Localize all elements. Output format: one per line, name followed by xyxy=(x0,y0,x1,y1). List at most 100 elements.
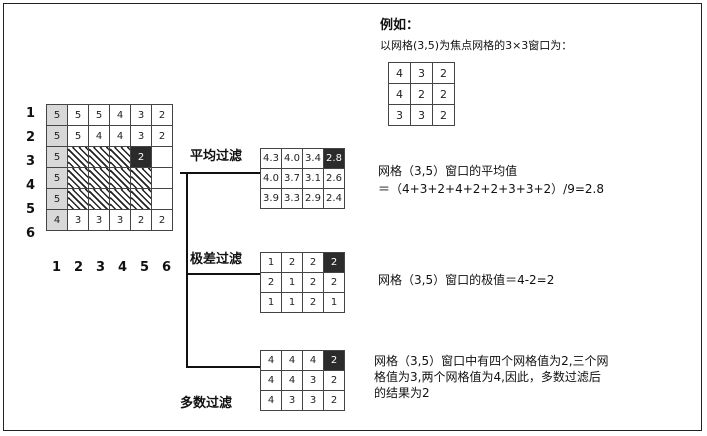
grid-cell: 2 xyxy=(323,370,345,391)
grid-cell: 3 xyxy=(130,104,152,126)
grid-cell-hatched xyxy=(67,188,89,210)
row-label: 3 xyxy=(26,154,36,169)
grid-cell: 3.7 xyxy=(281,168,303,189)
grid-cell xyxy=(151,146,173,168)
grid-cell: 2 xyxy=(410,83,433,105)
grid-cell: 2.9 xyxy=(302,188,324,209)
grid-cell: 2 xyxy=(151,125,173,147)
grid-cell: 3 xyxy=(302,390,324,411)
grid-cell: 4 xyxy=(260,370,282,391)
majority-filter-desc-line2: 格值为3,两个网格值为4,因此，多数过滤后 xyxy=(374,370,601,384)
grid-cell: 3 xyxy=(130,125,152,147)
grid-cell-hatched xyxy=(88,188,110,210)
focus-cell: 2 xyxy=(130,146,152,168)
mean-filter-desc-line1: 网格（3,5）窗口的平均值 xyxy=(378,164,518,178)
row-label: 2 xyxy=(26,130,36,145)
connector-line xyxy=(186,366,260,368)
grid-cell: 3 xyxy=(67,209,89,231)
grid-cell: 1 xyxy=(281,292,303,313)
grid-cell: 2 xyxy=(302,272,324,293)
grid-cell: 3 xyxy=(281,390,303,411)
grid-cell: 5 xyxy=(46,167,68,189)
grid-cell: 2.6 xyxy=(323,168,345,189)
connector-line xyxy=(186,273,260,275)
grid-cell: 2 xyxy=(130,209,152,231)
input-raster-grid: 5 5 5 4 3 2 5 5 4 4 3 2 5 2 5 5 4 xyxy=(46,104,173,231)
grid-cell-hatched xyxy=(67,146,89,168)
grid-cell: 2 xyxy=(323,390,345,411)
grid-cell-hatched xyxy=(67,167,89,189)
grid-cell: 4.3 xyxy=(260,148,282,169)
grid-cell: 2 xyxy=(432,83,455,105)
grid-cell-hatched xyxy=(109,167,131,189)
grid-cell: 1 xyxy=(281,272,303,293)
grid-cell: 1 xyxy=(323,292,345,313)
connector-line xyxy=(186,172,188,368)
grid-cell: 3.3 xyxy=(281,188,303,209)
grid-cell: 2 xyxy=(151,209,173,231)
grid-cell-hatched xyxy=(130,188,152,210)
grid-cell: 2 xyxy=(302,252,324,273)
column-label: 1 xyxy=(52,260,62,275)
connector-line xyxy=(180,172,188,174)
grid-cell: 3 xyxy=(88,209,110,231)
majority-filter-desc-line3: 的结果为2 xyxy=(374,386,430,400)
grid-cell: 3.9 xyxy=(260,188,282,209)
column-label: 3 xyxy=(96,260,106,275)
grid-cell-hatched xyxy=(130,167,152,189)
grid-cell: 4 xyxy=(388,62,411,84)
grid-cell-hatched xyxy=(88,146,110,168)
grid-cell: 5 xyxy=(67,104,89,126)
grid-cell: 1 xyxy=(260,292,282,313)
mean-filter-desc-line2: ＝（4+3+2+4+2+2+3+3+2）/9=2.8 xyxy=(378,182,604,196)
grid-cell: 5 xyxy=(46,104,68,126)
grid-cell: 3 xyxy=(109,209,131,231)
figure-frame xyxy=(3,3,702,431)
grid-cell: 2 xyxy=(432,104,455,126)
grid-cell: 4.0 xyxy=(260,168,282,189)
grid-cell: 2 xyxy=(151,104,173,126)
grid-cell: 4 xyxy=(46,209,68,231)
grid-cell: 2 xyxy=(323,272,345,293)
grid-cell: 4 xyxy=(109,104,131,126)
grid-cell: 3.4 xyxy=(302,148,324,169)
grid-cell: 3 xyxy=(302,370,324,391)
row-label: 4 xyxy=(26,178,36,193)
grid-cell: 3 xyxy=(410,104,433,126)
grid-cell: 5 xyxy=(46,125,68,147)
majority-filter-label: 多数过滤 xyxy=(180,396,233,411)
grid-cell: 5 xyxy=(88,104,110,126)
grid-cell: 5 xyxy=(46,188,68,210)
grid-cell: 4 xyxy=(88,125,110,147)
grid-cell: 2 xyxy=(302,292,324,313)
range-filter-label: 极差过滤 xyxy=(190,252,243,267)
grid-cell: 3 xyxy=(410,62,433,84)
grid-cell: 1 xyxy=(260,252,282,273)
grid-cell: 4 xyxy=(281,350,303,371)
grid-cell-hatched xyxy=(109,146,131,168)
column-label: 5 xyxy=(140,260,150,275)
range-filter-desc: 网格（3,5）窗口的极值＝4-2=2 xyxy=(378,273,555,287)
grid-cell: 2.4 xyxy=(323,188,345,209)
grid-cell: 4 xyxy=(302,350,324,371)
grid-cell xyxy=(151,167,173,189)
row-label: 6 xyxy=(26,226,36,241)
grid-cell: 2 xyxy=(260,272,282,293)
grid-cell: 4.0 xyxy=(281,148,303,169)
focus-cell: 2 xyxy=(323,350,345,371)
example-subtitle: 以网格(3,5)为焦点网格的3×3窗口为： xyxy=(380,39,573,52)
connector-line xyxy=(186,172,260,174)
grid-cell: 4 xyxy=(281,370,303,391)
mean-filter-label: 平均过滤 xyxy=(190,149,243,164)
grid-cell: 4 xyxy=(109,125,131,147)
grid-cell: 4 xyxy=(260,350,282,371)
grid-cell: 2 xyxy=(432,62,455,84)
grid-cell: 2 xyxy=(281,252,303,273)
grid-cell: 5 xyxy=(46,146,68,168)
focus-cell: 2 xyxy=(323,252,345,273)
row-label: 1 xyxy=(26,106,36,121)
